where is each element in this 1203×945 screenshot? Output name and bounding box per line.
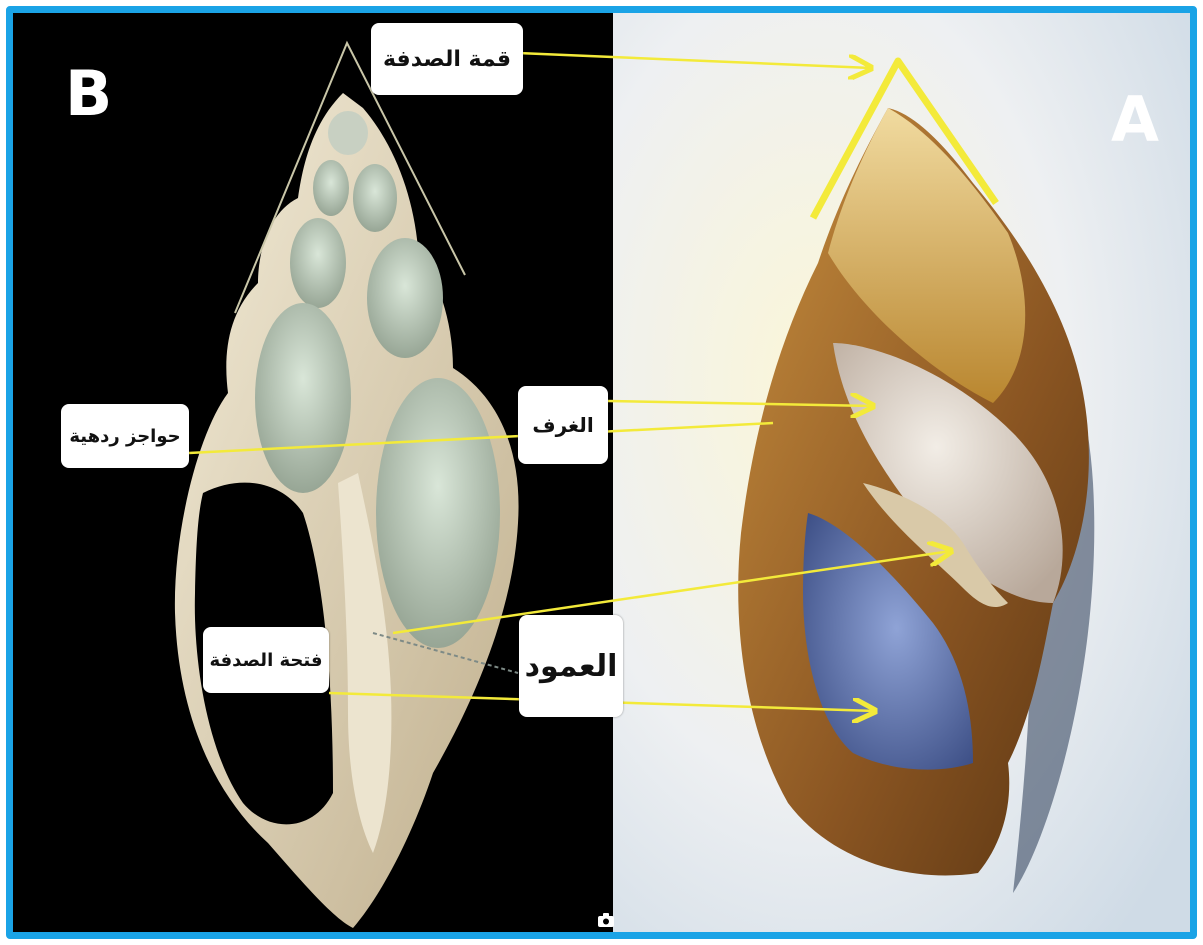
- scene: B: [13, 13, 1190, 932]
- camera-icon: [597, 911, 615, 929]
- figure-frame: B: [6, 6, 1197, 939]
- label-chambers: الغرف: [518, 386, 608, 464]
- arrow-apex: [518, 53, 871, 68]
- label-column: العمود: [519, 615, 623, 717]
- label-shell-apex: قمة الصدفة: [371, 23, 523, 95]
- label-shell-opening: فتحة الصدفة: [203, 627, 329, 693]
- arrow-column: [393, 551, 951, 633]
- arrow-septa: [189, 423, 773, 453]
- arrow-chambers: [608, 401, 873, 406]
- label-septa: حواجز ردهية: [61, 404, 189, 468]
- pointer-arrows-overlay: [13, 13, 1190, 932]
